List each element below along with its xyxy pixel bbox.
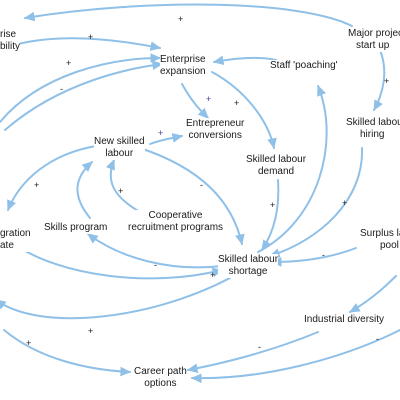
sign-demand-shortage: + — [270, 200, 275, 210]
link-skills-new — [76, 161, 93, 219]
node-label-line: rise — [0, 29, 17, 40]
sign-surplus-industrial: - — [376, 334, 379, 344]
sign-outer-lower: - — [60, 84, 63, 94]
node-cooperative-recruitment: Cooperative recruitment programs — [128, 210, 224, 234]
node-label-line: New skilled — [94, 136, 145, 147]
node-skilled-labour-hiring: Skilled labou hiring — [346, 117, 400, 141]
sign-surplus-shortage: - — [322, 250, 325, 260]
sign-immigration-shortage: + — [210, 270, 215, 280]
sign-new-shortage: - — [200, 180, 203, 190]
link-surplus-industrial — [348, 275, 397, 313]
node-label-line: shortage — [228, 266, 268, 277]
link-demand-shortage — [261, 179, 280, 251]
node-label-line: hiring — [360, 129, 385, 140]
node-label-line: options — [144, 378, 177, 389]
node-immigration-rate: gration ate — [0, 228, 31, 252]
link-new-shortage — [139, 147, 245, 246]
link-expansion-entrepreneur — [181, 83, 209, 119]
node-label-line: gration — [0, 228, 31, 239]
link-shortage-skills — [87, 233, 223, 269]
node-skilled-labour-demand: Skilled labour demand — [246, 154, 307, 178]
node-industrial-diversity: Industrial diversity — [304, 314, 385, 326]
node-label-line: bility — [0, 41, 21, 52]
node-major-project: Major projec start up — [348, 28, 400, 52]
link-new-immigration — [7, 145, 97, 212]
link-bottom-left — [3, 329, 132, 377]
link-cooperative-new — [105, 158, 141, 213]
sign-new-entrepreneur: + — [158, 128, 163, 138]
node-new-skilled-labour: New skilled labour — [94, 136, 145, 160]
node-label-line: expansion — [160, 66, 206, 77]
sign-outer-upper: + — [66, 58, 71, 68]
node-label-line: Career path — [134, 366, 187, 377]
node-label-line: pool — [380, 240, 399, 251]
node-label-line: conversions — [188, 130, 242, 141]
sign-expansion-demand: + — [234, 98, 239, 108]
node-label-line: Skills program — [44, 222, 108, 233]
link-hiring-shortage — [268, 147, 364, 258]
link-viability-expansion — [17, 37, 162, 51]
node-enterprise-expansion: Enterprise expansion — [160, 54, 206, 78]
link-new-entrepreneur — [149, 133, 184, 145]
link-shortage-career — [0, 277, 231, 320]
node-label-line: ate — [0, 240, 14, 251]
node-label-line: Enterprise — [160, 54, 206, 65]
sign-top-arc: + — [178, 14, 183, 24]
node-label-line: Skilled labour — [218, 254, 279, 265]
node-skilled-labour-shortage: Skilled labour shortage — [218, 254, 279, 278]
node-label-line: Entrepreneur — [186, 118, 245, 129]
sign-shortage-career: + — [88, 326, 93, 336]
node-label-line: recruitment programs — [128, 222, 224, 233]
link-expansion-demand — [211, 71, 277, 150]
node-label-line: Major projec — [348, 28, 400, 39]
sign-expansion-entrepreneur: + — [206, 94, 211, 104]
sign-new-immigration: + — [34, 180, 39, 190]
node-skills-program: Skills program — [44, 222, 108, 234]
node-label-line: Industrial diversity — [304, 314, 385, 325]
sign-major-hiring: + — [384, 76, 389, 86]
link-immigration-shortage — [13, 243, 224, 280]
node-label-line: Skilled labour — [246, 154, 307, 165]
node-label-line: labour — [105, 148, 134, 159]
link-shortage-poaching — [257, 84, 328, 253]
link-industrial-career — [186, 331, 319, 373]
node-surplus-labour-pool: Surplus la pool — [360, 228, 400, 252]
node-entrepreneur-conversions: Entrepreneur conversions — [186, 118, 245, 142]
node-label-line: demand — [257, 166, 295, 177]
sign-hiring-shortage: + — [342, 198, 347, 208]
link-major-hiring — [373, 49, 386, 112]
node-label-line: start up — [356, 40, 390, 51]
sign-cooperative-new: + — [118, 186, 123, 196]
node-staff-poaching: Staff 'poaching' — [270, 60, 338, 72]
node-label-line: Surplus la — [360, 228, 400, 239]
node-enterprise-viability: rise bility — [0, 29, 21, 53]
link-outer-upper — [0, 53, 162, 123]
link-right-career — [190, 329, 400, 384]
node-label-line: Cooperative — [148, 210, 203, 221]
sign-shortage-skills: - — [154, 260, 157, 270]
link-outer-lower — [4, 60, 164, 131]
sign-viability-expansion: + — [88, 32, 93, 42]
link-surplus-shortage — [270, 247, 357, 267]
link-poaching-expansion — [212, 55, 277, 66]
node-label-line: Staff 'poaching' — [270, 60, 338, 71]
sign-industrial-career: - — [258, 342, 261, 352]
node-label-line: Skilled labou — [346, 117, 400, 128]
link-top-arc — [23, 3, 353, 27]
node-career-path-options: Career path options — [134, 366, 187, 390]
sign-bottom-left: + — [26, 338, 31, 348]
